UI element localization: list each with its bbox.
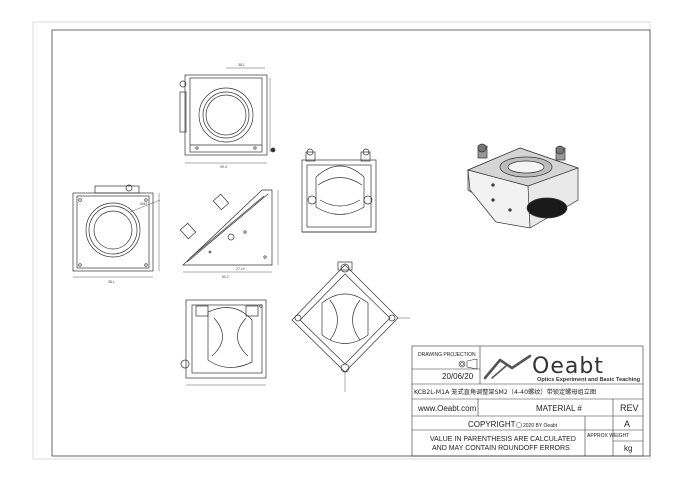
copyright-icon xyxy=(516,422,522,428)
svg-text:39.4: 39.4 xyxy=(220,165,227,169)
drawing-border xyxy=(51,29,651,457)
rotated-view xyxy=(291,261,410,392)
title-block xyxy=(411,345,644,457)
bottom-view xyxy=(180,299,267,386)
projection-symbol xyxy=(458,358,478,370)
top-view: 38.1 39.4 xyxy=(179,63,276,169)
svg-text:50.2: 50.2 xyxy=(222,275,229,279)
rev-label: REV xyxy=(620,403,639,413)
rev-value: A xyxy=(624,419,630,429)
approx-weight-label: APPROX WEIGHT xyxy=(587,433,629,439)
side-view: 27.10 50.2 xyxy=(179,189,279,279)
logo: Oeabt Optics Experiment and Basic Teachi… xyxy=(483,354,641,383)
drawing-date: 20/06/20 xyxy=(442,372,474,381)
logo-name: Oeabt xyxy=(532,354,604,379)
website-url: www.Oeabt.com xyxy=(417,404,477,413)
svg-text:38.1: 38.1 xyxy=(108,280,115,284)
part-title: KCB2L-M1A 笼式直角调整架SM2（4-40螺纹）带锁定螺母组立图 xyxy=(414,388,596,396)
svg-text:SM2: SM2 xyxy=(140,202,147,206)
material-label: MATERIAL # xyxy=(536,404,582,413)
iso-view-upper xyxy=(301,148,377,233)
weight-unit: kg xyxy=(624,444,632,453)
projection-label: DRAWING PROJECTION xyxy=(418,352,476,358)
note-line-2: AND MAY CONTAIN ROUNDOFF ERRORS xyxy=(432,445,570,452)
logo-tagline: Optics Experiment and Basic Teaching xyxy=(537,377,641,383)
front-view: 38.1 SM2 xyxy=(72,184,161,284)
svg-text:27.10: 27.10 xyxy=(236,267,245,271)
copyright-label: COPYRIGHT xyxy=(468,420,516,429)
iso-view-shaded xyxy=(466,143,580,229)
note-line-1: VALUE IN PARENTHESIS ARE CALCULATED xyxy=(430,436,576,443)
svg-text:38.1: 38.1 xyxy=(238,63,245,67)
logo-mark-icon xyxy=(483,354,532,380)
copyright-year: 2020 BY Oeabt xyxy=(523,423,558,429)
